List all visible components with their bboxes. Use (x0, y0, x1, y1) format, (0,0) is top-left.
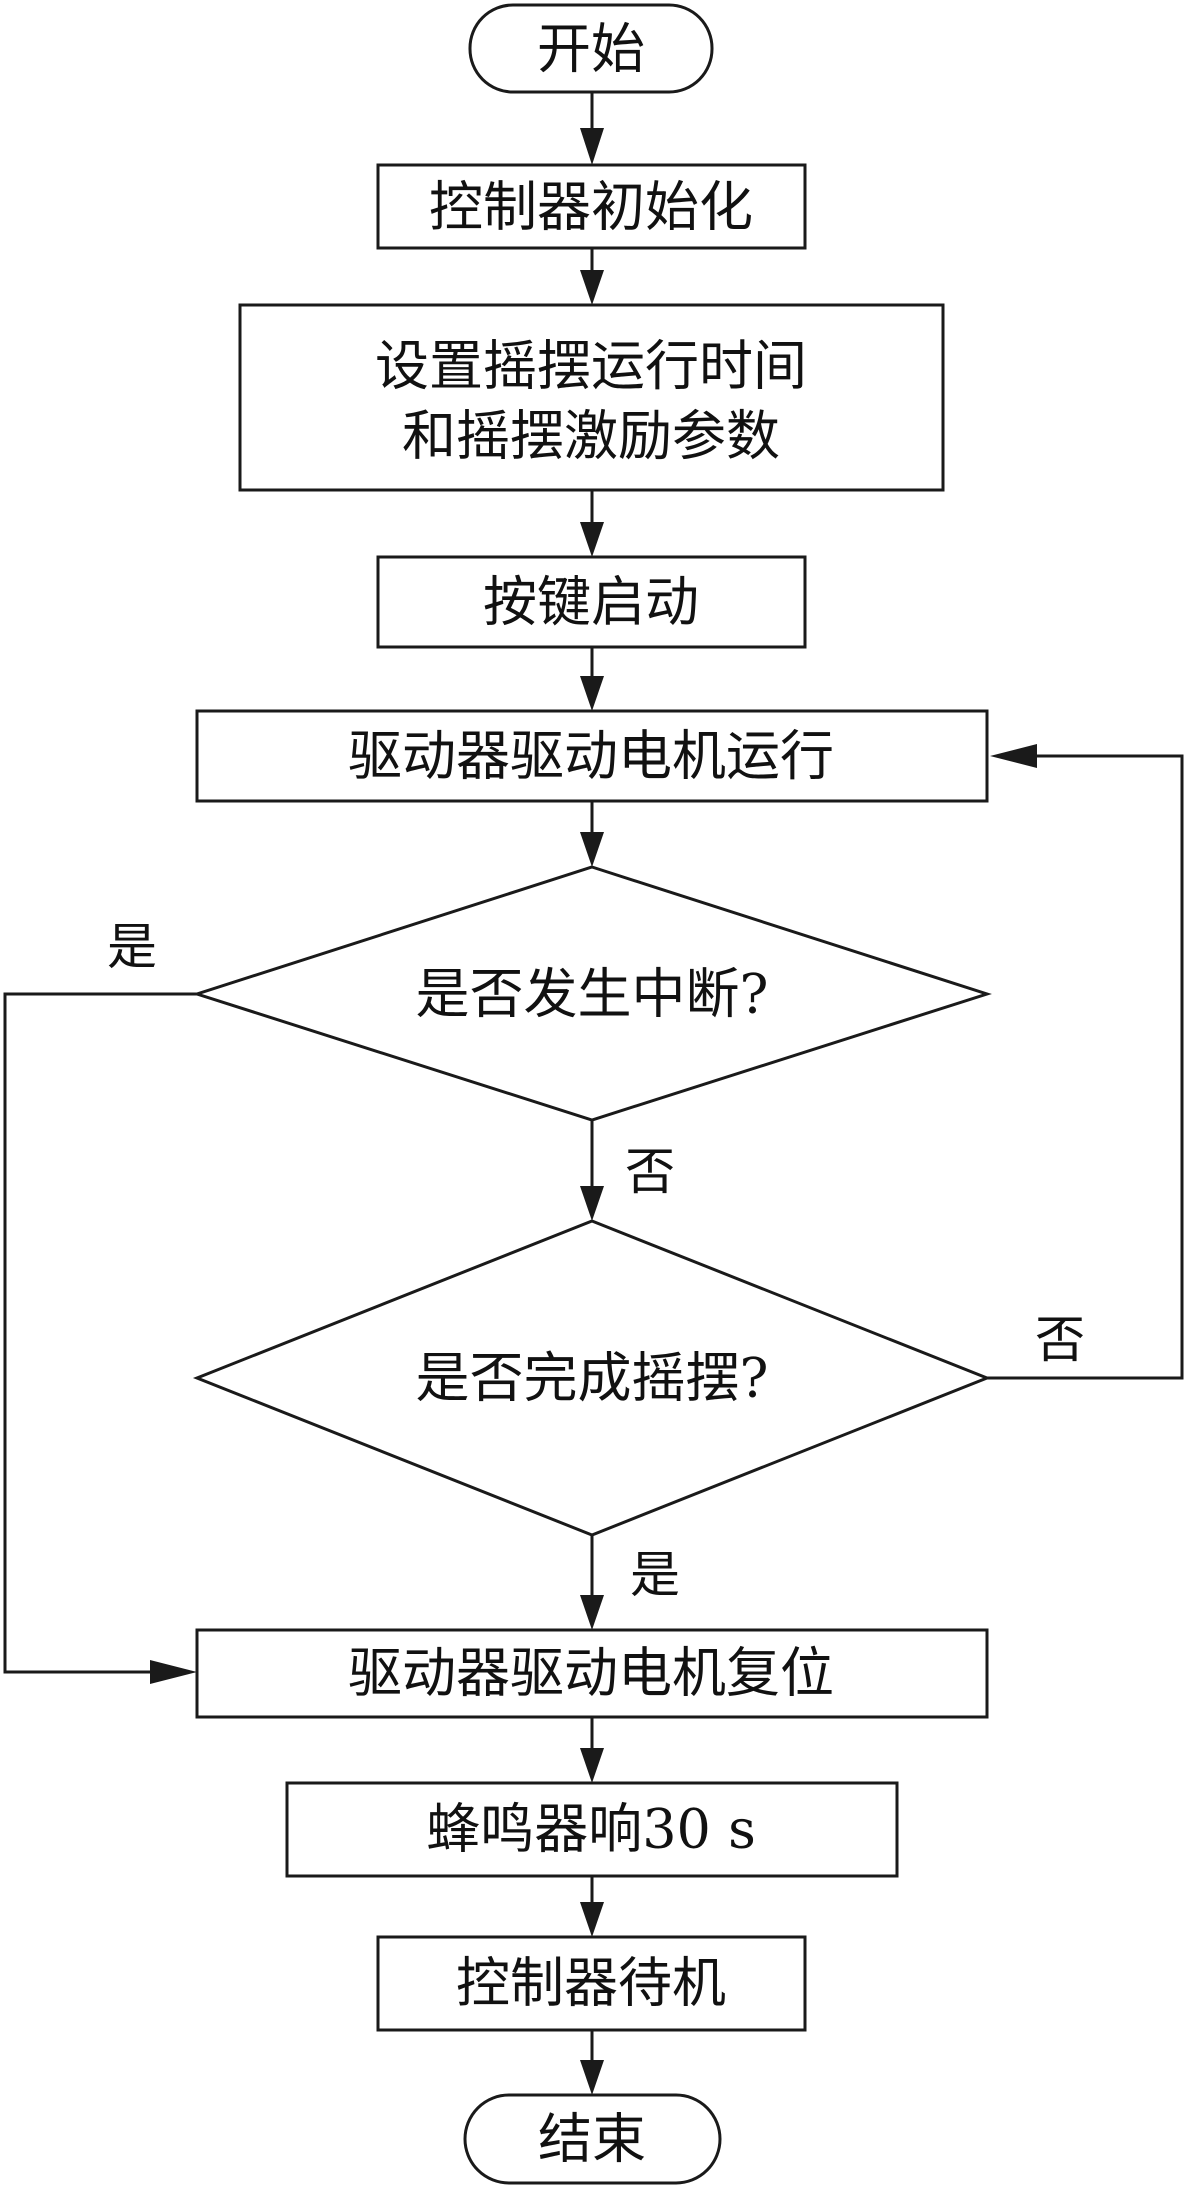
arrow-standby-to-end (580, 2060, 604, 2095)
drive-reset-process-label: 驱动器驱动电机复位 (348, 1642, 834, 1705)
swing-done-yes-label: 是 (630, 1546, 680, 1604)
arrow-start-to-init (580, 128, 604, 165)
arrow-params-to-key (580, 522, 604, 557)
arrow-buzzer-to-standby (580, 1902, 604, 1937)
interrupt-decision-label: 是否发生中断? (416, 963, 769, 1026)
drive-run-process-box (195, 709, 989, 803)
arrow-swing-no (990, 744, 1037, 768)
init-process: 控制器初始化 (376, 163, 807, 250)
arrow-interrupt-no (580, 1186, 604, 1221)
drive-reset-process-box (195, 1628, 989, 1719)
interrupt-decision-diamond (192, 865, 992, 1122)
interrupt-no-label: 否 (625, 1143, 675, 1201)
init-process-label: 控制器初始化 (429, 176, 753, 239)
end-terminal-shape (463, 2093, 722, 2185)
arrow-key-to-drive (580, 676, 604, 711)
end-terminal-label: 结束 (538, 2108, 646, 2171)
buzzer-process-box (285, 1781, 899, 1878)
standby-process: 控制器待机 (376, 1935, 807, 2032)
swing-done-decision-label: 是否完成摇摆? (416, 1347, 769, 1410)
arrow-swing-yes (580, 1595, 604, 1630)
key-start-process: 按键启动 (376, 555, 807, 649)
arrow-drive-to-interrupt (580, 832, 604, 867)
start-terminal: 开始 (468, 3, 714, 94)
swing-done-no-label: 否 (1035, 1311, 1085, 1369)
set-params-label-line1: 设置摇摆运行时间 (375, 335, 807, 398)
interrupt-yes-label: 是 (107, 918, 157, 976)
interrupt-decision: 是否发生中断? (192, 865, 992, 1122)
buzzer-process-label: 蜂鸣器响30 s (426, 1798, 756, 1861)
standby-process-label: 控制器待机 (456, 1952, 726, 2015)
swing-done-decision: 是否完成摇摆? (192, 1219, 992, 1537)
key-start-process-box (376, 555, 807, 649)
key-start-process-label: 按键启动 (483, 571, 699, 634)
start-terminal-shape (468, 3, 714, 94)
set-params-label-line2: 和摇摆激励参数 (402, 405, 780, 468)
init-process-box (376, 163, 807, 250)
arrow-init-to-params (580, 270, 604, 305)
swing-done-decision-diamond (192, 1219, 992, 1537)
standby-process-box (376, 1935, 807, 2032)
buzzer-process: 蜂鸣器响30 s (285, 1781, 899, 1878)
set-params-process: 设置摇摆运行时间 和摇摆激励参数 (238, 303, 945, 492)
edge-swing-no (987, 754, 1184, 1380)
arrow-interrupt-yes (150, 1660, 197, 1684)
arrow-reset-to-buzzer (580, 1748, 604, 1783)
drive-run-process-label: 驱动器驱动电机运行 (348, 725, 834, 788)
start-terminal-label: 开始 (537, 18, 645, 81)
set-params-process-box (238, 303, 945, 492)
drive-run-process: 驱动器驱动电机运行 (195, 709, 989, 803)
edge-interrupt-yes (3, 992, 197, 1674)
drive-reset-process: 驱动器驱动电机复位 (195, 1628, 989, 1719)
end-terminal: 结束 (463, 2093, 722, 2185)
